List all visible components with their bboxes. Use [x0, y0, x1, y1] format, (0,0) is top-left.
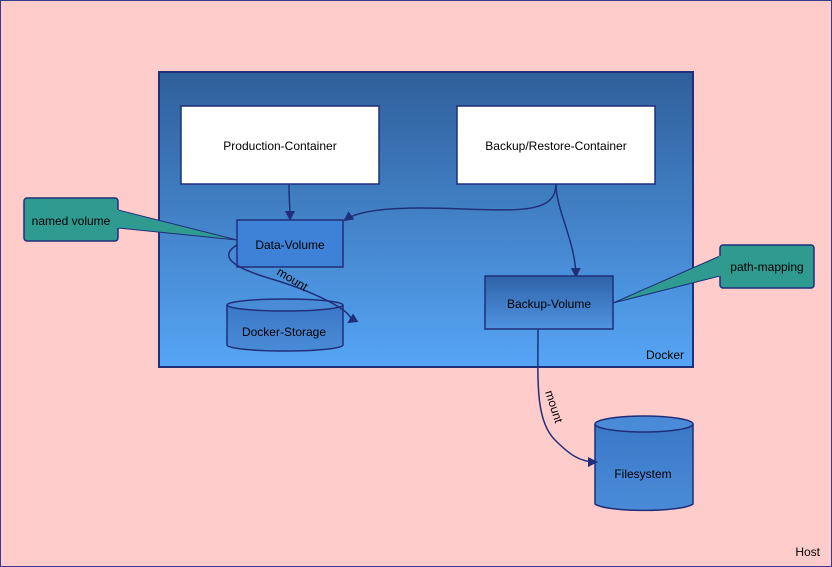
docker-storage-cylinder[interactable] — [226, 298, 344, 352]
backup-restore-container-label: Backup/Restore-Container — [485, 139, 626, 153]
filesystem-cylinder[interactable] — [594, 415, 694, 512]
production-container-label: Production-Container — [223, 139, 336, 153]
data-volume-label: Data-Volume — [255, 238, 325, 252]
path-mapping-callout — [612, 244, 815, 304]
data-volume-box[interactable] — [236, 219, 344, 268]
backup-volume-label: Backup-Volume — [507, 297, 591, 311]
docker-storage-label: Docker-Storage — [242, 325, 326, 339]
backup-restore-container-box[interactable] — [456, 105, 656, 185]
edge-backup-volume-mount — [537, 329, 598, 467]
path-mapping-label: path-mapping — [730, 260, 803, 274]
edge-data-volume-mount — [228, 244, 359, 324]
named-volume-label: named volume — [32, 214, 111, 228]
edge-backup-restore-to-data-volume — [343, 183, 557, 222]
named-volume-callout — [23, 197, 238, 242]
edge-backup-restore-to-backup-volume — [555, 183, 581, 278]
production-container-box[interactable] — [180, 105, 380, 185]
edge-production-to-data-volume — [284, 183, 295, 221]
docker-label: Docker — [646, 348, 684, 362]
host-label: Host — [795, 545, 820, 559]
filesystem-label: Filesystem — [614, 467, 671, 481]
